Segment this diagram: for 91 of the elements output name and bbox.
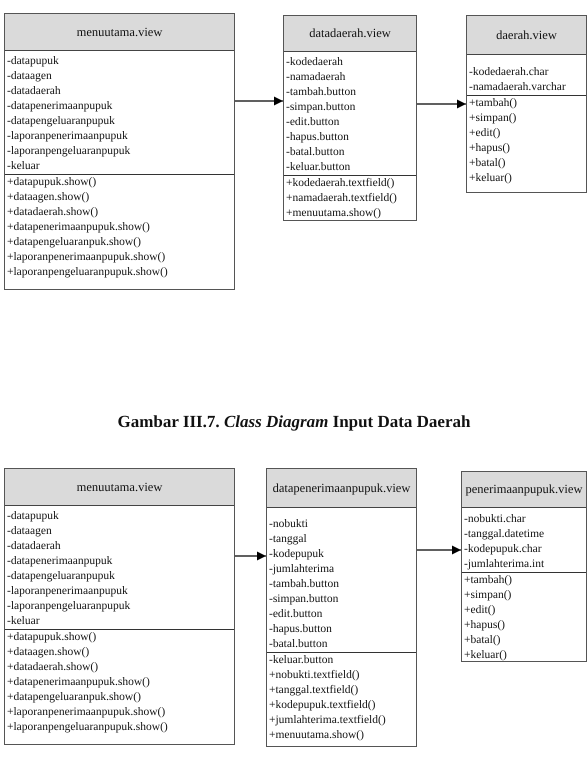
method-text: -keluar.button — [267, 652, 416, 668]
method-text: +keluar() — [463, 648, 508, 663]
attribute-text: -keluar — [6, 614, 41, 629]
method-text: +batal() — [468, 156, 506, 171]
method-text: +keluar() — [468, 171, 513, 186]
attribute-text: -jumlahterima.int — [463, 557, 546, 572]
arrow — [417, 546, 461, 554]
method-text: +hapus() — [463, 618, 506, 633]
attribute-text: -nobukti — [268, 517, 309, 532]
attribute-text: -batal.button — [268, 637, 328, 652]
method-text: +datapupuk.show() — [5, 629, 234, 645]
method-text: +simpan() — [463, 588, 512, 603]
method-text: +tanggal.textfield() — [268, 683, 360, 698]
attribute-text: -dataagen — [6, 524, 53, 539]
class-box — [466, 15, 587, 193]
attribute-text: -namadaerah.varchar — [468, 80, 567, 95]
method-text: +datapengeluaranpuk.show() — [6, 690, 142, 705]
attribute-text: -datapenerimaanpupuk — [6, 554, 114, 569]
arrow — [417, 100, 466, 108]
class-name-header: daerah.view — [467, 16, 586, 55]
attribute-text: -datadaerah — [6, 539, 62, 554]
attribute-text: -datapupuk — [6, 54, 60, 69]
attribute-text: -laporanpenerimaanpupuk — [6, 129, 129, 144]
arrow — [235, 552, 266, 560]
attribute-text: -kodedaerah.char — [468, 65, 550, 80]
method-text: +datadaerah.show() — [6, 660, 100, 675]
arrow — [235, 96, 283, 106]
attribute-text: -kodepupuk.char — [463, 542, 543, 557]
attribute-text: -datapupuk — [6, 509, 60, 524]
attribute-text: -tambah.button — [285, 85, 357, 100]
attribute-text: -hapus.button — [285, 130, 350, 145]
method-text: +edit() — [468, 126, 502, 141]
class-box — [4, 13, 235, 290]
class-name-header: datapenerimaanpupuk.view — [267, 469, 416, 508]
class-name-header: penerimaanpupuk.view — [462, 472, 586, 508]
method-text: +datapengeluaranpuk.show() — [6, 235, 142, 250]
attribute-text: -kodepupuk — [268, 547, 325, 562]
attribute-text: -hapus.button — [268, 622, 333, 637]
method-text: +jumlahterima.textfield() — [268, 713, 387, 728]
method-text: +menuutama.show() — [285, 206, 382, 221]
attribute-text: -kodedaerah — [285, 55, 344, 70]
method-text: +dataagen.show() — [6, 645, 90, 660]
method-text: +tambah() — [462, 572, 586, 588]
attribute-text: -batal.button — [285, 145, 346, 160]
attribute-text: -laporanpenerimaanpupuk — [6, 584, 129, 599]
method-text: +kodedaerah.textfield() — [284, 175, 416, 191]
attribute-text: -dataagen — [6, 69, 53, 84]
method-text: +namadaerah.textfield() — [285, 191, 398, 206]
method-text: +hapus() — [468, 141, 511, 156]
method-text: +batal() — [463, 633, 502, 648]
attribute-text: -keluar.button — [285, 160, 352, 175]
class-box — [283, 15, 417, 221]
class-name-header: menuutama.view — [5, 14, 234, 51]
attribute-text: -tanggal.datetime — [463, 527, 546, 542]
class-box — [4, 468, 235, 745]
method-text: +datapupuk.show() — [5, 174, 234, 190]
attribute-text: -jumlahterima — [268, 562, 336, 577]
attribute-text: -namadaerah — [285, 70, 346, 85]
figure-caption: Gambar III.7. Class Diagram Input Data Daerah — [116, 412, 472, 432]
attribute-text: -nobukti.char — [463, 512, 527, 527]
method-text: +laporanpengeluaranpupuk.show() — [6, 265, 169, 280]
method-text: +laporanpenerimaanpupuk.show() — [6, 250, 166, 265]
attribute-text: -datapengeluaranpupuk — [6, 114, 116, 129]
attribute-text: -datadaerah — [6, 84, 62, 99]
class-box — [461, 471, 587, 662]
attribute-text: -simpan.button — [268, 592, 340, 607]
method-text: +datapenerimaanpupuk.show() — [6, 220, 151, 235]
class-name-header: menuutama.view — [5, 469, 234, 506]
method-text: +simpan() — [468, 111, 518, 126]
method-text: +kodepupuk.textfield() — [268, 698, 376, 713]
attribute-text: -tanggal — [268, 532, 308, 547]
method-text: +datadaerah.show() — [6, 205, 100, 220]
method-text: +datapenerimaanpupuk.show() — [6, 675, 151, 690]
method-text: +dataagen.show() — [6, 190, 90, 205]
method-text: +laporanpengeluaranpupuk.show() — [6, 720, 169, 735]
attribute-text: -datapengeluaranpupuk — [6, 569, 116, 584]
method-text: +nobukti.textfield() — [268, 668, 360, 683]
attribute-text: -laporanpengeluaranpupuk — [6, 599, 132, 614]
attribute-text: -datapenerimaanpupuk — [6, 99, 114, 114]
method-text: +menuutama.show() — [268, 728, 365, 743]
attribute-text: -tambah.button — [268, 577, 340, 592]
class-box — [266, 468, 417, 747]
attribute-text: -laporanpengeluaranpupuk — [6, 144, 132, 159]
attribute-text: -edit.button — [268, 607, 324, 622]
method-text: +tambah() — [467, 95, 586, 111]
method-text: +laporanpenerimaanpupuk.show() — [6, 705, 166, 720]
attribute-text: -simpan.button — [285, 100, 356, 115]
attribute-text: -edit.button — [285, 115, 340, 130]
class-name-header: datadaerah.view — [284, 16, 416, 52]
method-text: +edit() — [463, 603, 496, 618]
attribute-text: -keluar — [6, 159, 41, 174]
